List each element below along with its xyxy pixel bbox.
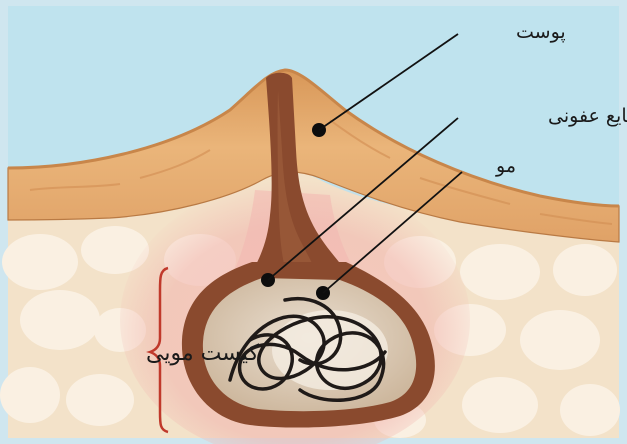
label-skin: پوست xyxy=(516,21,566,43)
label-infected-fluid: مایع عفونی xyxy=(548,105,627,127)
label-pilonidal-cyst: کیست مویی xyxy=(146,341,259,366)
label-hair: مو xyxy=(495,155,516,177)
